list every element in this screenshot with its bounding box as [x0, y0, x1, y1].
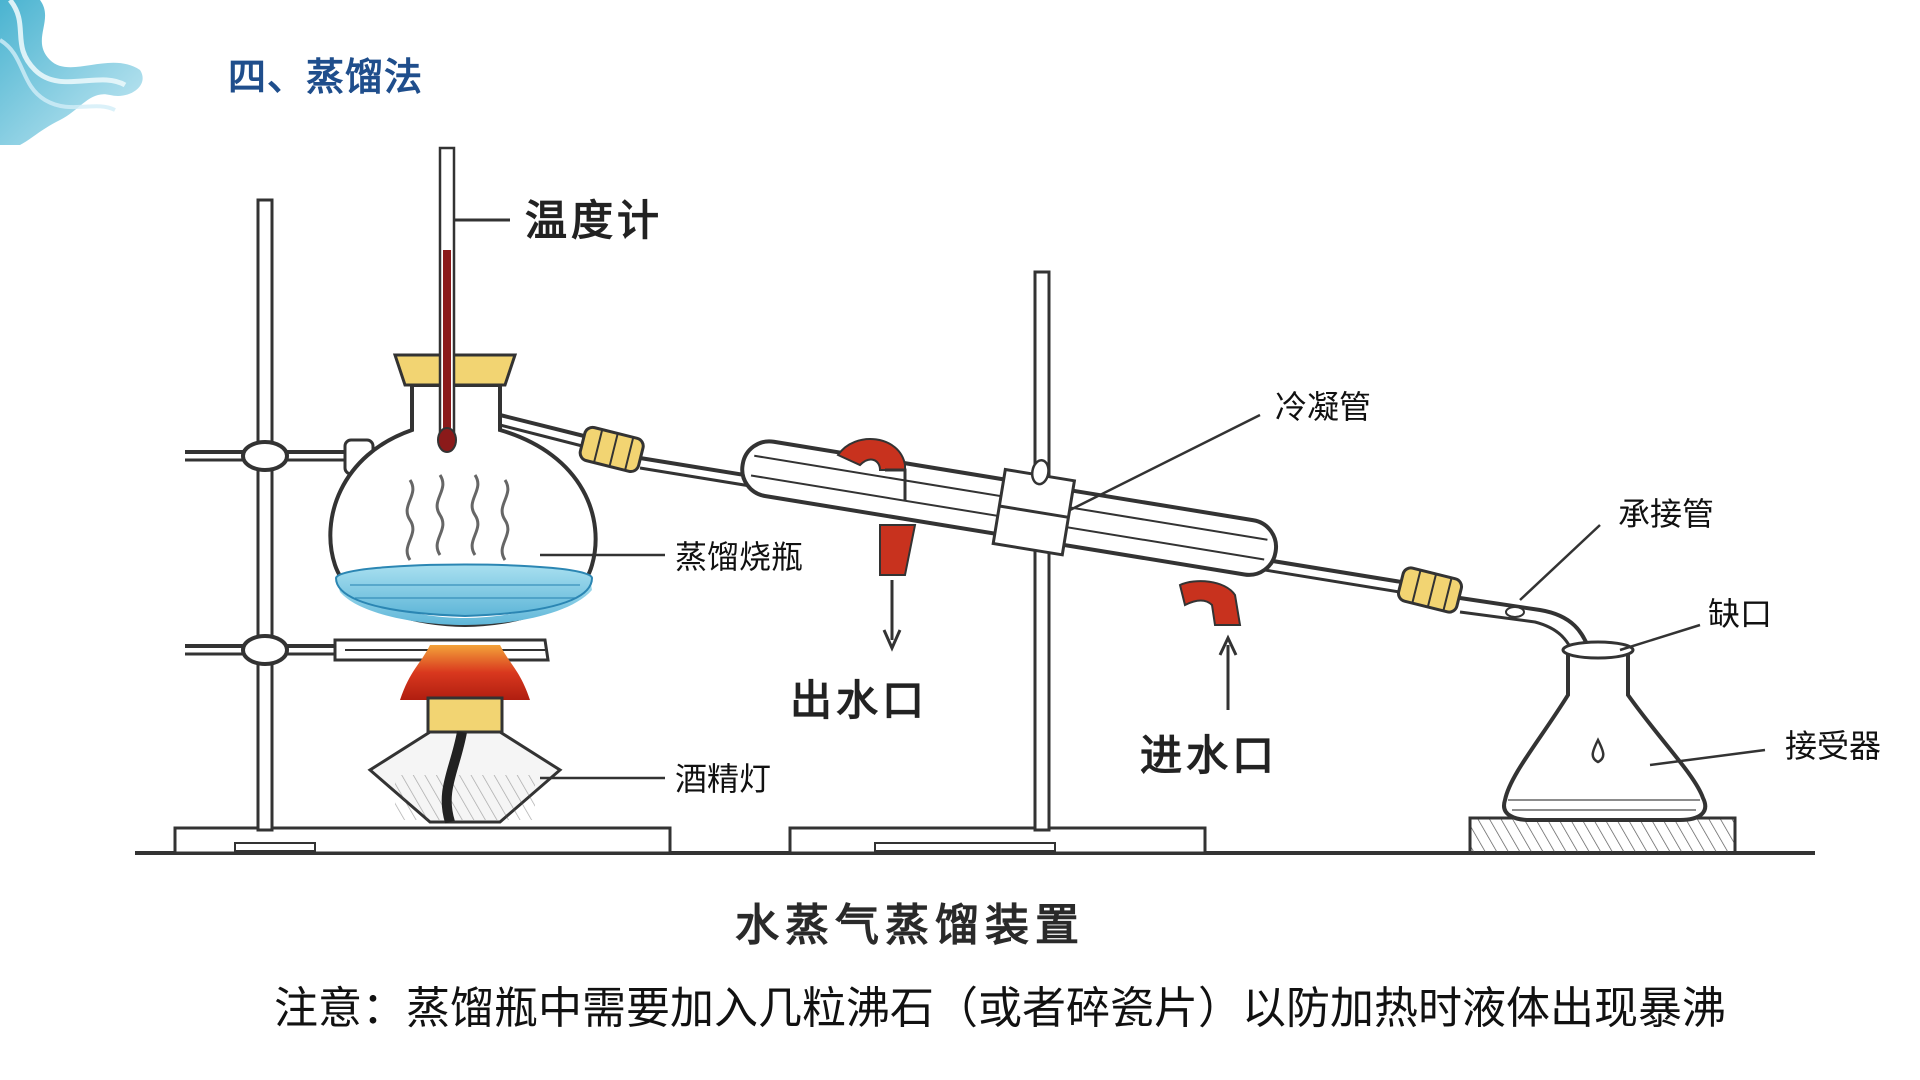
thermometer-mercury: [443, 250, 451, 435]
middle-stand-base: [788, 826, 1207, 855]
corner-smoke-decoration: [0, 0, 150, 145]
left-stand-base: [173, 826, 672, 855]
upper-clamp: [185, 438, 375, 476]
left-iron-stand: [173, 198, 672, 855]
label-alcohol-lamp: 酒精灯: [675, 760, 771, 798]
label-condenser: 冷凝管: [1275, 388, 1371, 426]
receiver-leader-line: [1649, 748, 1766, 767]
thermometer: [392, 146, 518, 453]
label-distilling-flask: 蒸馏烧瓶: [675, 538, 803, 576]
lamp-wick: [441, 731, 467, 824]
adapter-connector: [1396, 566, 1464, 614]
lamp-flame: [400, 645, 530, 700]
condensate-drop: [1591, 737, 1605, 764]
notch-leader-line: [1619, 623, 1701, 652]
receiving-flask: [1468, 640, 1737, 855]
label-receiver: 接受器: [1785, 727, 1881, 765]
left-stand-rod: [256, 198, 274, 832]
flask-liquid: [336, 578, 592, 625]
alcohol-lamp: [367, 645, 563, 824]
label-adapter: 承接管: [1618, 495, 1714, 533]
condenser-leader-line: [1069, 413, 1261, 512]
label-thermometer: 温度计: [525, 196, 663, 245]
water-inlet-tube: [1178, 580, 1242, 710]
side-arm-connector: [578, 425, 645, 474]
slide-title: 四、蒸馏法: [228, 55, 424, 99]
adapter-leader-line: [1519, 524, 1601, 601]
label-water-outlet: 出水口: [790, 676, 928, 725]
vapor-squiggle: [405, 479, 415, 561]
label-notch: 缺口: [1708, 595, 1772, 633]
water-outlet-tube: [836, 438, 917, 652]
receiver-block: [1468, 816, 1737, 855]
distilling-flask: [328, 383, 601, 628]
lamp-cap: [426, 696, 504, 734]
condenser: [740, 439, 1279, 577]
note-text: 注意：蒸馏瓶中需要加入几粒沸石（或者碎瓷片）以防加热时液体出现暴沸: [274, 983, 1726, 1034]
diagram-caption: 水蒸气蒸馏装置: [735, 900, 1085, 951]
middle-iron-stand: [788, 270, 1207, 855]
label-water-inlet: 进水口: [1140, 731, 1278, 780]
